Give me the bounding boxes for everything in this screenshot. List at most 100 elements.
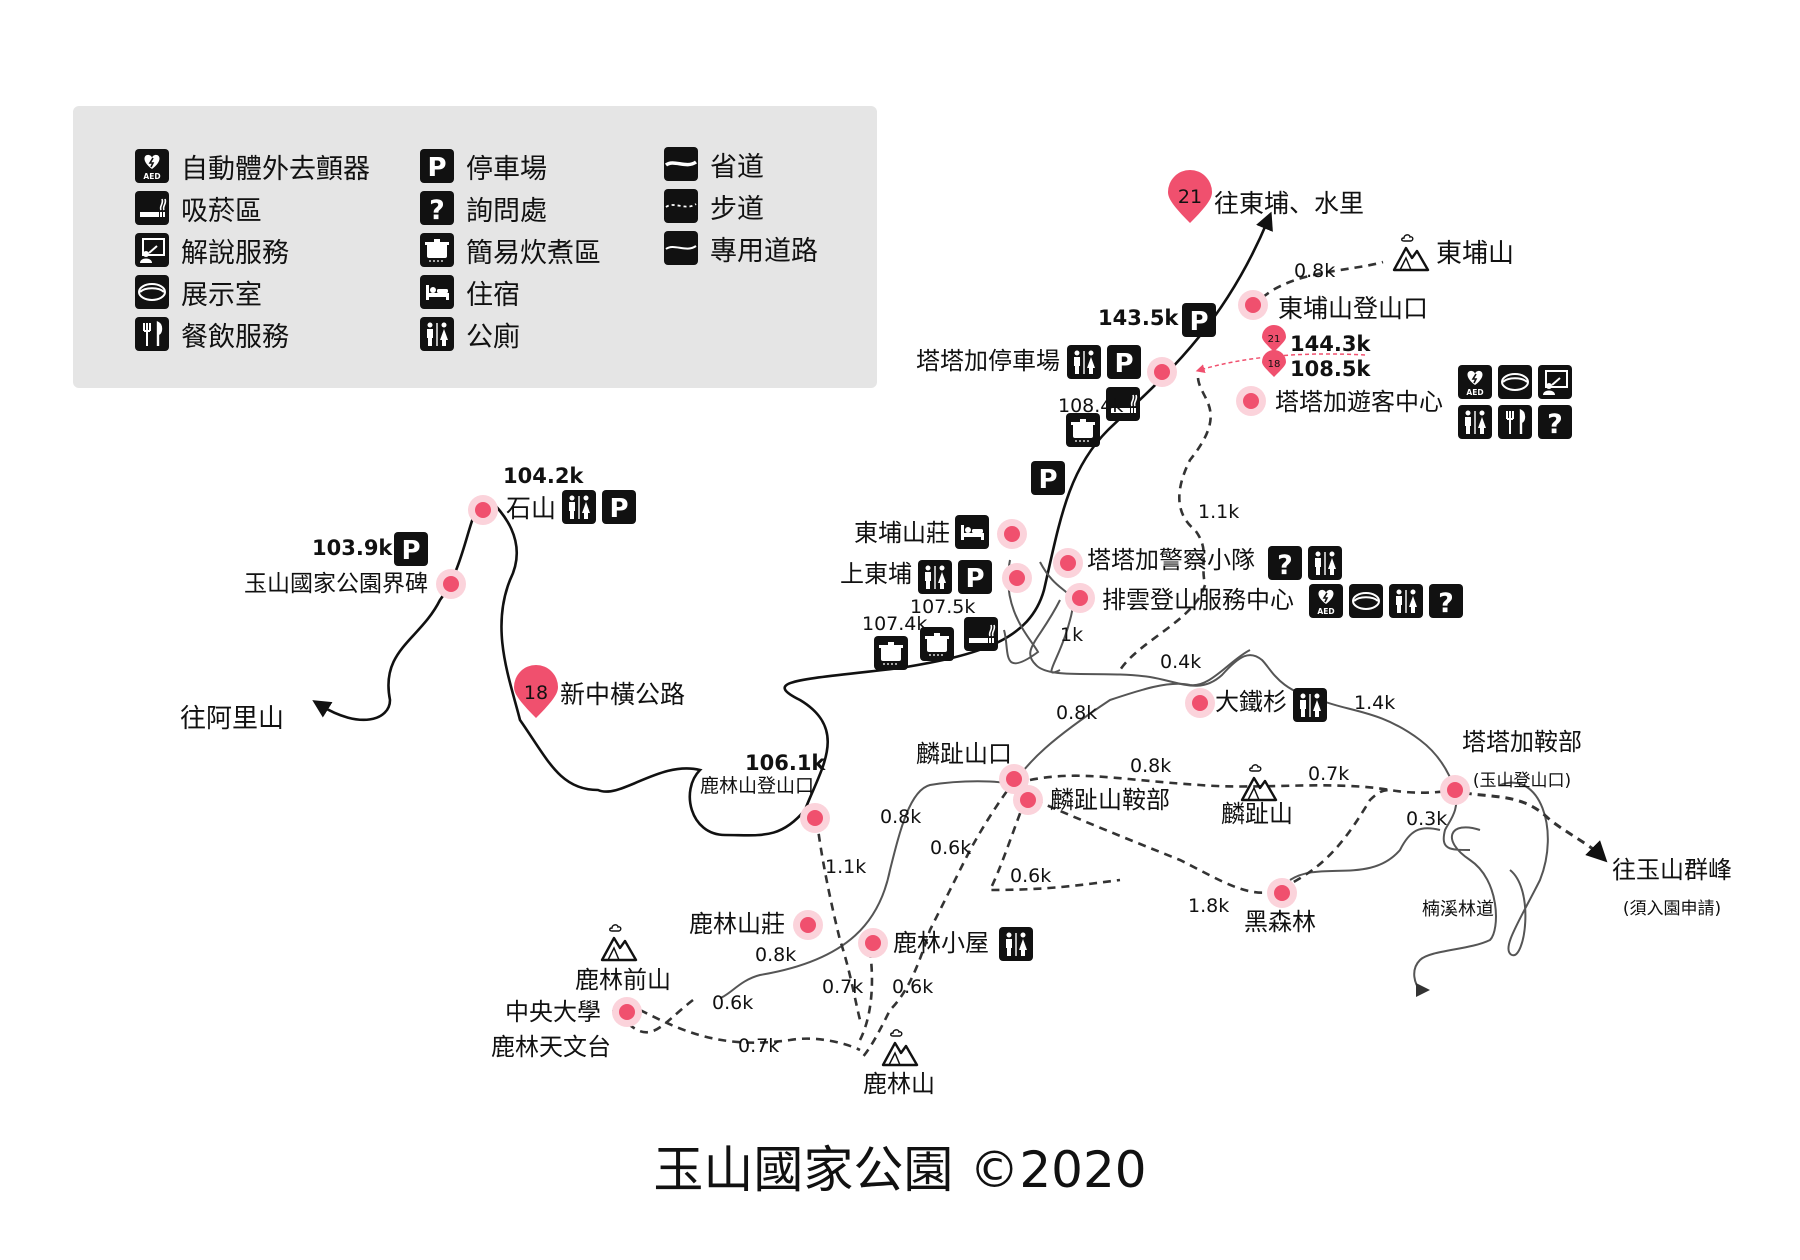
distance-label: 0.8k [1056,702,1097,724]
label-paiyun-center: 排雲登山服務中心 [1102,586,1294,614]
km-label: 107.5k [910,596,975,618]
parking-icon [394,532,428,566]
label-linzhi-entrance: 麟趾山口 [916,740,1012,768]
restroom-icon [1308,546,1342,580]
parking-icon [1182,303,1216,337]
distance-label: 0.8k [1130,755,1171,777]
label-central-univ: 中央大學 [505,998,601,1026]
point-tataka-parking [1147,357,1177,387]
route-21-marker: 21 [1168,170,1212,223]
mountain-icon [881,1028,919,1067]
route-18-label: 18 [524,682,548,704]
legend-item-aed: AED 自動體外去顫器 [135,148,370,185]
dining-icon [135,317,169,351]
point-boundary [436,569,466,599]
route-18-small-label: 18 [1268,359,1281,370]
mountain-icon [600,923,638,962]
point-police [1053,548,1083,578]
legend-item-smoking: 吸菸區 [135,190,262,227]
aed-icon [1457,364,1493,400]
label-lulin-front: 鹿林前山 [575,966,671,994]
point-visitor-center [1236,386,1266,416]
label-police: 塔塔加警察小隊 [1087,546,1255,574]
distance-label: 0.6k [712,992,753,1014]
parking-icon [1107,345,1141,379]
legend-item-provincial-road: 省道 [664,146,764,183]
restroom-icon [1389,584,1423,618]
legend-label: 展示室 [181,279,262,311]
distance-label: 0.7k [1308,763,1349,785]
point-lulin-lodge [793,910,823,940]
label-yushan-trailhead: (玉山登山口) [1473,771,1571,791]
svg-text:AED: AED [143,172,160,181]
trails [611,260,1608,1061]
label-nanxi-road: 楠溪林道 [1422,899,1494,920]
distance-label: 0.8k [755,944,796,966]
km-label: 108.4k [1058,395,1123,417]
route-21-small-label: 21 [1268,334,1281,345]
label-to-alishan: 往阿里山 [180,704,284,734]
point-central-univ [612,997,642,1027]
distance-label: 1k [1060,624,1083,646]
distance-label: 1.1k [1198,501,1239,523]
point-shangdongpu [1002,563,1032,593]
label-tataka-parking: 塔塔加停車場 [916,347,1060,375]
restroom-icon [1067,345,1101,379]
legend-item-dining: 餐飲服務 [135,316,289,353]
mountain-icon [1240,763,1278,802]
provincial-road-icon [664,147,698,181]
footer-copyright: 玉山國家公園 ©2020 [653,1141,1147,1199]
point-heisenlin [1267,878,1297,908]
label-xinzhongheng: 新中橫公路 [560,680,685,709]
label-boundary: 玉山國家公園界碑 [244,571,428,597]
label-tataka-visitor: 塔塔加遊客中心 [1275,388,1443,416]
distance-label: 1.1k [825,856,866,878]
legend-label: 餐飲服務 [181,321,289,353]
distance-label: 0.8k [880,806,921,828]
point-dongpu-trailhead [1238,290,1268,320]
point-tataka-saddle [1440,775,1470,805]
label-dongpu-shuili: 往東埔、水里 [1214,189,1364,218]
label-lulin-lodge: 鹿林山莊 [689,910,785,938]
interpretation-icon [1537,364,1573,400]
svg-text:P: P [427,153,446,183]
label-linzhi-saddle: 麟趾山鞍部 [1050,786,1170,814]
cooking-icon [873,635,909,671]
label-shangdongpu: 上東埔 [840,560,912,588]
distance-label: 0.4k [1160,651,1201,673]
route-18-marker: 18 [514,665,558,718]
legend-item-parking: P 停車場 [420,148,547,185]
legend-label: 解說服務 [181,237,289,269]
aed-icon [1308,583,1344,619]
dining-icon [1496,403,1534,441]
distance-label: 0.6k [930,837,971,859]
highway-18 [312,211,1273,837]
information-icon [1429,584,1463,619]
distance-label: 0.6k [892,976,933,998]
parking-icon [602,490,636,524]
exhibition-icon [135,275,169,309]
legend-label: 停車場 [466,153,547,185]
point-lulin-hut [858,928,888,958]
legend-label: 省道 [710,151,764,183]
label-lulin-mountain: 鹿林山 [863,1070,935,1098]
restroom-icon [562,490,596,524]
legend-label: 自動體外去顫器 [181,153,370,185]
smoking-icon [135,191,169,225]
label-dongpu-trailhead: 東埔山登山口 [1278,294,1428,323]
route-18-small-marker: 18 [1262,350,1286,377]
distance-label: 1.4k [1354,692,1395,714]
label-dongpu-mountain: 東埔山 [1436,239,1514,269]
label-dongpu-lodge: 東埔山莊 [854,519,950,547]
route-21-small-marker: 21 [1262,325,1286,352]
parking-icon [958,560,992,594]
point-paiyun [1065,583,1095,613]
point-shishan [468,495,498,525]
parking-icon: P [420,149,454,183]
distance-label: 0.7k [822,976,863,998]
restroom-icon [918,560,952,594]
distance-label: 0.7k [738,1035,779,1057]
smoking-icon [963,616,999,652]
distance-label: 0.3k [1406,808,1447,830]
